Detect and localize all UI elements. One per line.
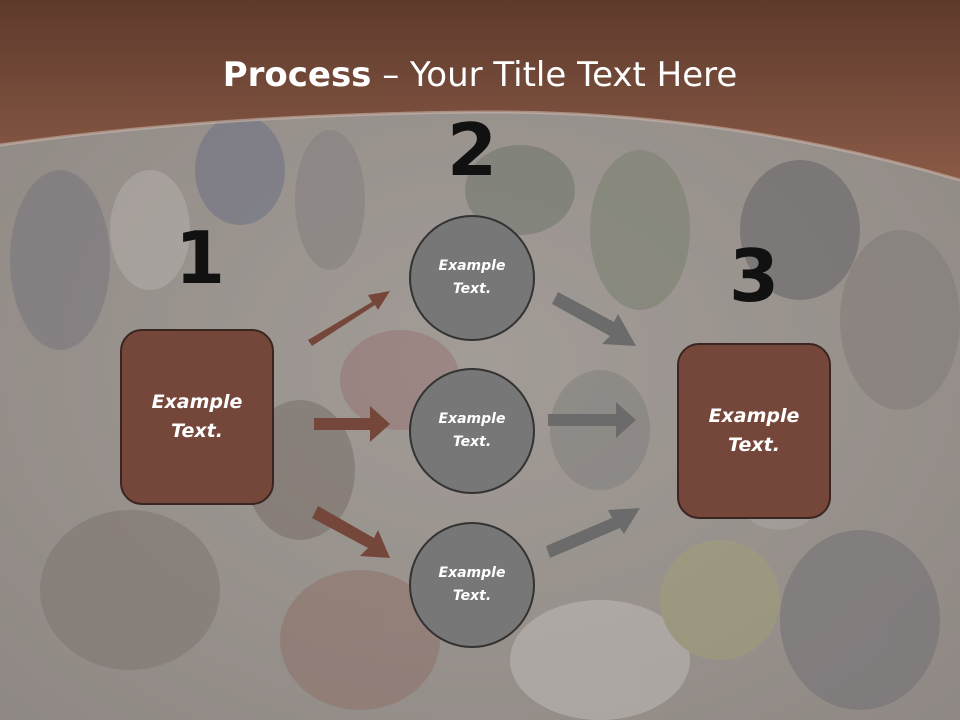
arrow-up-right-gray — [546, 508, 640, 558]
slide-title: Process – Your Title Text Here — [0, 50, 960, 100]
circle-top-label: Example Text. — [438, 258, 506, 297]
step-number-1: 1 — [174, 216, 226, 300]
arrow-down-right-gray — [552, 292, 636, 346]
circle-bottom-label: Example Text. — [438, 565, 506, 604]
arrow-right-brown — [314, 406, 390, 442]
step-2-circle-bottom: Example Text. — [409, 522, 535, 648]
arrow-down-right-brown — [312, 506, 390, 558]
arrow-right-gray — [548, 402, 636, 438]
step-1-box: Example Text. — [120, 329, 274, 505]
step-number-3: 3 — [728, 234, 780, 318]
title-rest: – Your Title Text Here — [371, 55, 738, 95]
step-number-2: 2 — [446, 108, 498, 192]
step-3-label: Example Text. — [708, 405, 800, 456]
step-1-label: Example Text. — [151, 391, 243, 442]
step-2-circle-middle: Example Text. — [409, 368, 535, 494]
step-2-circle-top: Example Text. — [409, 215, 535, 341]
title-bold: Process — [222, 55, 372, 95]
arrow-up-right-brown — [308, 291, 390, 346]
circle-middle-label: Example Text. — [438, 411, 506, 450]
step-3-box: Example Text. — [677, 343, 831, 519]
